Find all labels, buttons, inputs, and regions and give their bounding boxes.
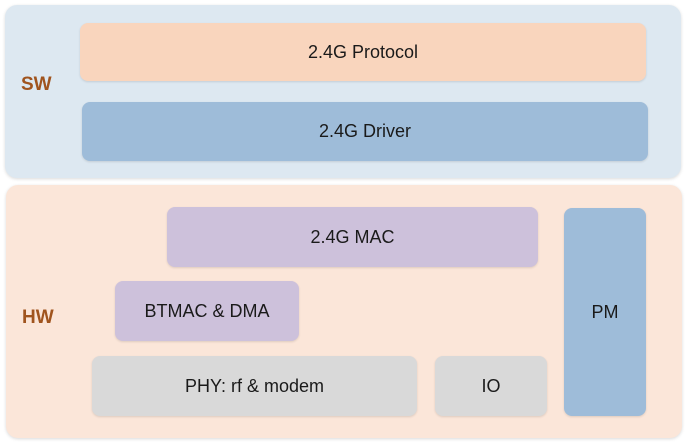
block-phy-rf-modem: PHY: rf & modem — [92, 356, 417, 416]
block-btmac-dma: BTMAC & DMA — [115, 281, 299, 341]
block-2-4g-mac: 2.4G MAC — [167, 207, 538, 267]
sw-layer-label: SW — [21, 74, 52, 95]
block-2-4g-driver: 2.4G Driver — [82, 102, 648, 161]
block-pm: PM — [564, 208, 646, 416]
hw-layer-label: HW — [22, 307, 54, 328]
block-2-4g-protocol: 2.4G Protocol — [80, 23, 646, 81]
block-io: IO — [435, 356, 547, 416]
